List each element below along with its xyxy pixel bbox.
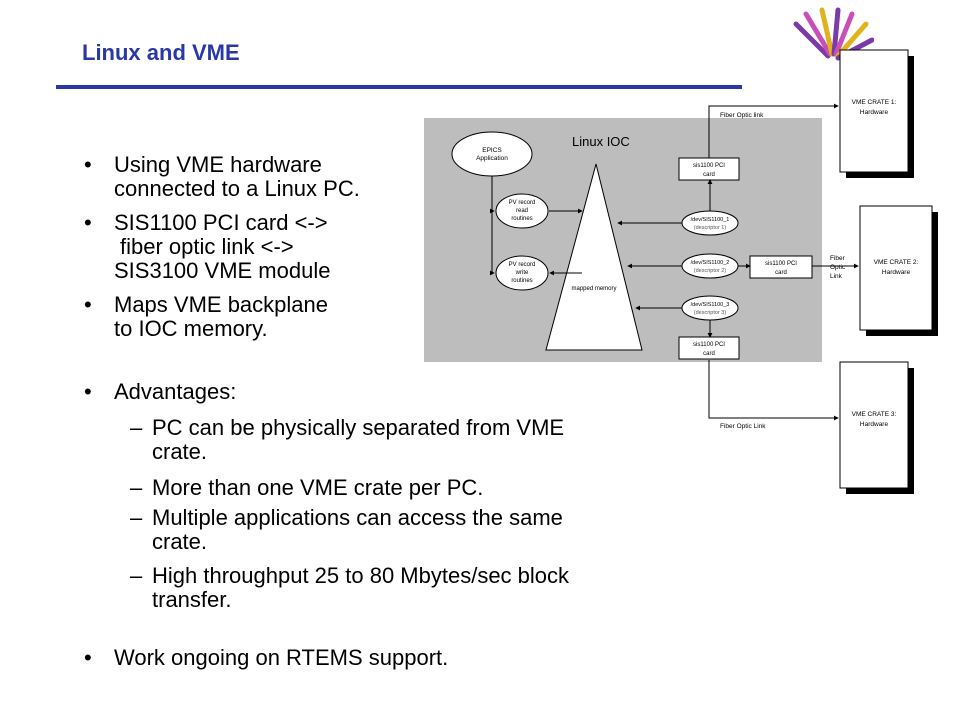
dev2-label-1: /dev/SIS1100_2 (691, 260, 730, 266)
fiber-link-3-label: Fiber Optic Link (720, 423, 766, 430)
mapped-memory-shape (545, 163, 643, 351)
crate-1-label-2: Hardware (860, 109, 889, 116)
pv-read-node (495, 193, 549, 229)
fiber-2-label-2: Optic (830, 264, 846, 271)
epics-label-1: EPICS (482, 147, 502, 154)
sub-bullet-throughput: High throughput 25 to 80 Mbytes/sec bloc… (130, 564, 569, 612)
pci-card-1-label-2: card (703, 172, 715, 178)
crate-3-box (839, 361, 909, 489)
pv-write-label-3: routines (511, 278, 532, 284)
bullet-vme-hardware: Using VME hardware connected to a Linux … (84, 153, 360, 201)
bullet-rtems: Work ongoing on RTEMS support. (84, 646, 448, 671)
crate-2-box (859, 205, 933, 331)
crate-3-label-2: Hardware (860, 421, 889, 428)
crate-2-label-1: VME CRATE 2: (874, 259, 919, 266)
pv-read-label-1: PV record (509, 200, 536, 206)
bullet-maps-vme: Maps VME backplane to IOC memory. (84, 293, 328, 341)
fiber-2-label-1: Fiber (830, 255, 846, 262)
pv-read-label-2: read (516, 208, 528, 214)
pci-card-3-label-2: card (703, 351, 715, 357)
dev3-label-2: (descriptor 3) (694, 310, 727, 316)
dev1-label-1: /dev/SIS1100_1 (691, 217, 730, 223)
dev1-label-2: (descriptor 1) (694, 225, 727, 231)
slide-title: Linux and VME (82, 40, 240, 65)
pv-write-node (495, 255, 549, 291)
sub-bullet-multiple-crates: More than one VME crate per PC. (130, 476, 483, 501)
epics-label-2: Application (476, 155, 508, 162)
pci-card-1-label-1: sis1100 PCI (693, 163, 725, 169)
crate-1-box (839, 49, 909, 173)
pv-write-label-1: PV record (509, 262, 536, 268)
bullet-advantages: Advantages: (84, 380, 236, 405)
sub-bullet-separated: PC can be physically separated from VME … (130, 416, 564, 464)
crate-2-label-2: Hardware (882, 269, 911, 276)
sub-bullet-multiple-apps: Multiple applications can access the sam… (130, 506, 563, 554)
pci-card-2-label-1: sis1100 PCI (765, 261, 797, 267)
bullet-sis1100: SIS1100 PCI card <-> fiber optic link <-… (84, 211, 331, 283)
fiber-link-1-label: Fiber Optic link (720, 112, 764, 119)
ioc-title: Linux IOC (572, 134, 630, 149)
fiber-2-label-3: Link (830, 273, 843, 280)
linux-ioc-diagram: Linux IOC EPICS Application PV record re… (424, 118, 822, 362)
pci-card-3-label-1: sis1100 PCI (693, 342, 725, 348)
mapped-memory-label: mapped memory (571, 286, 616, 292)
pci-card-2-label-2: card (775, 270, 787, 276)
title-underline (56, 85, 742, 89)
pv-read-label-3: routines (511, 216, 532, 222)
dev2-label-2: (descriptor 2) (694, 268, 727, 274)
crate-1-label-1: VME CRATE 1: (852, 99, 897, 106)
pv-write-label-2: write (515, 270, 529, 276)
crate-3-label-1: VME CRATE 3: (852, 411, 897, 418)
dev3-label-1: /dev/SIS1100_3 (691, 302, 730, 308)
